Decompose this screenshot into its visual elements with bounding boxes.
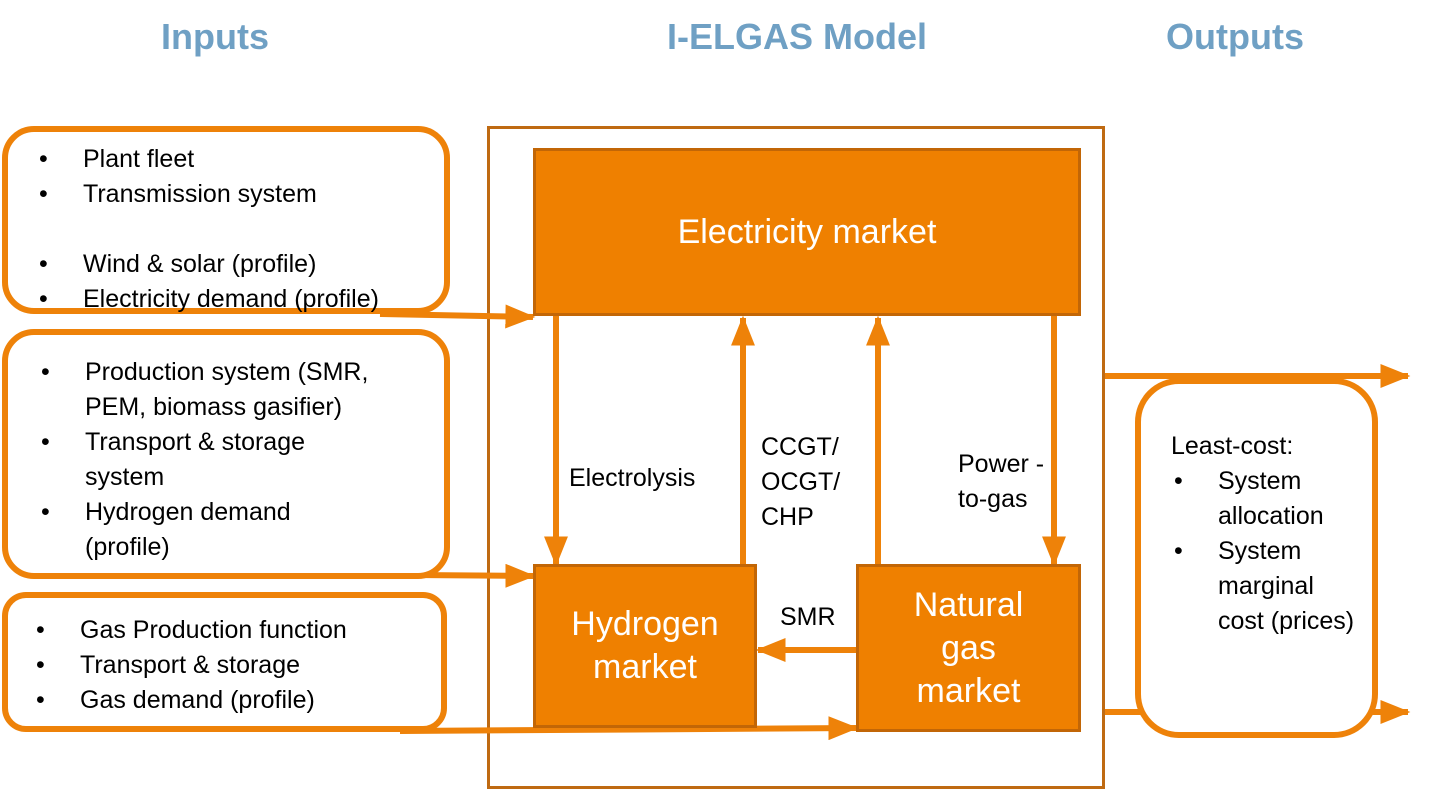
model-heading: I-ELGAS Model: [667, 16, 927, 57]
input-box-electricity: •Plant fleet •Transmission system •Wind …: [2, 126, 450, 314]
list-item: PEM, biomass gasifier): [85, 393, 343, 421]
hydrogen-market-box: Hydrogen market: [533, 564, 757, 728]
electricity-market-label: Electricity market: [677, 212, 937, 251]
gas-market-box: Natural gas market: [856, 564, 1081, 732]
list-item: •Production system (SMR,: [41, 358, 369, 386]
model-frame: [487, 126, 1105, 789]
ccgt-label: CCGT/ OCGT/ CHP: [761, 433, 841, 531]
electricity-market-box: Electricity market: [533, 148, 1081, 316]
list-item: •Wind & solar (profile): [39, 250, 317, 278]
output-box: Least-cost: •System allocation •System m…: [1135, 378, 1378, 738]
list-item: •Gas Production function: [36, 616, 347, 644]
input-box-gas: •Gas Production function •Transport & st…: [2, 592, 447, 732]
list-item: •Plant fleet: [39, 145, 195, 173]
inputs-heading: Inputs: [161, 16, 269, 57]
list-item: •Transmission system: [39, 180, 317, 208]
list-item: (profile): [85, 533, 170, 561]
hydrogen-market-label: Hydrogen market: [571, 605, 719, 686]
list-item: •Electricity demand (profile): [39, 285, 379, 313]
list-item: •Gas demand (profile): [36, 686, 315, 714]
input-box-hydrogen: •Production system (SMR, PEM, biomass ga…: [2, 329, 450, 579]
list-item: •System allocation: [1174, 467, 1324, 530]
outputs-heading: Outputs: [1166, 16, 1304, 57]
list-item: •Transport & storage: [36, 651, 301, 679]
smr-label: SMR: [780, 603, 836, 631]
electrolysis-label: Electrolysis: [569, 464, 696, 492]
power-to-gas-label: Power -to-gas: [958, 450, 1045, 513]
list-item: •Hydrogen demand: [41, 498, 291, 526]
arrow-input-electricity: [379, 304, 536, 329]
list-item: •System marginal cost (prices): [1174, 537, 1355, 635]
list-item: •Transport & storage: [41, 428, 306, 456]
output-title: Least-cost:: [1171, 432, 1294, 460]
gas-market-label: Natural gas market: [913, 585, 1024, 710]
arrow-input-gas: [399, 716, 859, 741]
list-item: system: [85, 463, 165, 491]
